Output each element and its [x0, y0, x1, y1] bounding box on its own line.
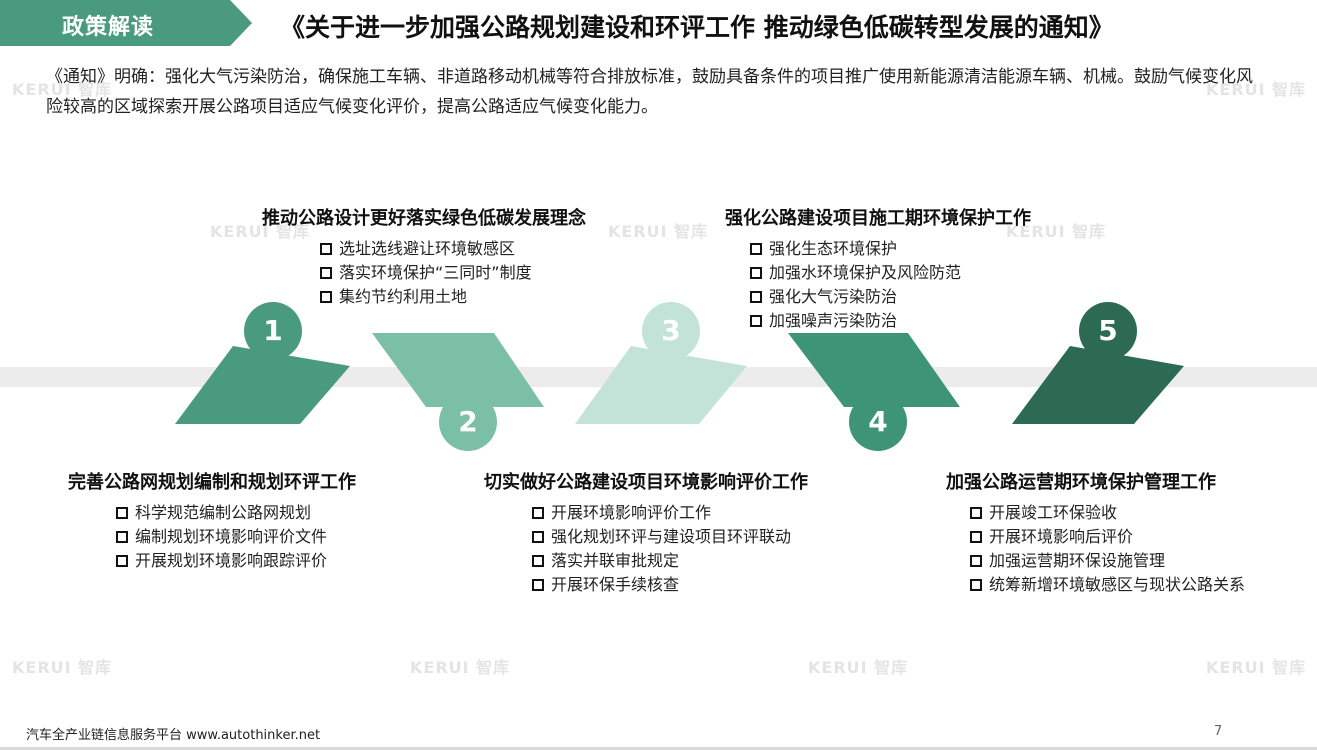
watermark: KERUI 智库 [808, 658, 909, 677]
list-item: 开展环保手续核查 [532, 573, 791, 597]
list-item: 强化大气污染防治 [750, 285, 961, 309]
step-4-number-badge: 4 [849, 393, 907, 451]
list-item: 统筹新增环境敏感区与现状公路关系 [970, 573, 1245, 597]
checkbox-bullet-icon [116, 531, 128, 543]
list-item: 选址选线避让环境敏感区 [320, 237, 532, 261]
list-item: 强化生态环境保护 [750, 237, 961, 261]
checkbox-bullet-icon [320, 243, 332, 255]
step-1-title: 完善公路网规划编制和规划环评工作 [68, 472, 356, 493]
list-item: 落实并联审批规定 [532, 549, 791, 573]
checkbox-bullet-icon [970, 507, 982, 519]
step-4-title: 强化公路建设项目施工期环境保护工作 [725, 208, 1031, 229]
checkbox-bullet-icon [532, 555, 544, 567]
checkbox-bullet-icon [750, 315, 762, 327]
section-tag-banner [0, 0, 252, 46]
checkbox-bullet-icon [320, 267, 332, 279]
checkbox-bullet-icon [970, 555, 982, 567]
watermark: KERUI 智库 [1206, 658, 1307, 677]
step-3-list: 开展环境影响评价工作 强化规划环评与建设项目环评联动 落实并联审批规定 开展环保… [532, 501, 791, 597]
step-4-parallelogram [788, 333, 960, 407]
checkbox-bullet-icon [532, 579, 544, 591]
step-2-list: 选址选线避让环境敏感区 落实环境保护“三同时”制度 集约节约利用土地 [320, 237, 532, 309]
checkbox-bullet-icon [750, 243, 762, 255]
step-1-list: 科学规范编制公路网规划 编制规划环境影响评价文件 开展规划环境影响跟踪评价 [116, 501, 327, 573]
list-item: 科学规范编制公路网规划 [116, 501, 327, 525]
watermark: KERUI 智库 [12, 80, 113, 99]
checkbox-bullet-icon [116, 555, 128, 567]
step-5-number-badge: 5 [1079, 302, 1137, 360]
watermark: KERUI 智库 [12, 658, 113, 677]
checkbox-bullet-icon [750, 291, 762, 303]
step-2-number-badge: 2 [439, 393, 497, 451]
checkbox-bullet-icon [750, 267, 762, 279]
list-item: 编制规划环境影响评价文件 [116, 525, 327, 549]
list-item: 落实环境保护“三同时”制度 [320, 261, 532, 285]
watermark: KERUI 智库 [1006, 222, 1107, 241]
checkbox-bullet-icon [116, 507, 128, 519]
step-2-parallelogram [372, 333, 544, 407]
step-1-number-badge: 1 [244, 302, 302, 360]
step-5-parallelogram [1012, 346, 1184, 424]
list-item: 集约节约利用土地 [320, 285, 532, 309]
watermark: KERUI 智库 [608, 222, 709, 241]
step-4-list: 强化生态环境保护 加强水环境保护及风险防范 强化大气污染防治 加强噪声污染防治 [750, 237, 961, 333]
list-item: 强化规划环评与建设项目环评联动 [532, 525, 791, 549]
step-3-parallelogram [575, 346, 747, 424]
watermark: KERUI 智库 [210, 222, 311, 241]
step-3-title: 切实做好公路建设项目环境影响评价工作 [484, 472, 808, 493]
list-item: 加强运营期环保设施管理 [970, 549, 1245, 573]
list-item: 加强水环境保护及风险防范 [750, 261, 961, 285]
footer-divider [0, 747, 1317, 750]
step-5-list: 开展竣工环保验收 开展环境影响后评价 加强运营期环保设施管理 统筹新增环境敏感区… [970, 501, 1245, 597]
checkbox-bullet-icon [532, 507, 544, 519]
intro-paragraph: 《通知》明确：强化大气污染防治，确保施工车辆、非道路移动机械等符合排放标准，鼓励… [46, 67, 1253, 117]
page-number: 7 [1214, 724, 1223, 739]
section-tag: 政策解读 [62, 15, 155, 40]
checkbox-bullet-icon [320, 291, 332, 303]
step-1-parallelogram [175, 346, 350, 424]
step-2-title: 推动公路设计更好落实绿色低碳发展理念 [262, 208, 586, 229]
watermark: KERUI 智库 [410, 658, 511, 677]
checkbox-bullet-icon [970, 579, 982, 591]
watermark: KERUI 智库 [1206, 80, 1307, 99]
list-item: 开展环境影响后评价 [970, 525, 1245, 549]
checkbox-bullet-icon [970, 531, 982, 543]
list-item: 开展环境影响评价工作 [532, 501, 791, 525]
checkbox-bullet-icon [532, 531, 544, 543]
list-item: 加强噪声污染防治 [750, 309, 961, 333]
page-title: 《关于进一步加强公路规划建设和环评工作 推动绿色低碳转型发展的通知》 [280, 13, 1114, 42]
step-3-number-badge: 3 [642, 302, 700, 360]
list-item: 开展竣工环保验收 [970, 501, 1245, 525]
footer-source: 汽车全产业链信息服务平台 www.autothinker.net [26, 728, 321, 743]
step-5-title: 加强公路运营期环境保护管理工作 [946, 472, 1216, 493]
list-item: 开展规划环境影响跟踪评价 [116, 549, 327, 573]
